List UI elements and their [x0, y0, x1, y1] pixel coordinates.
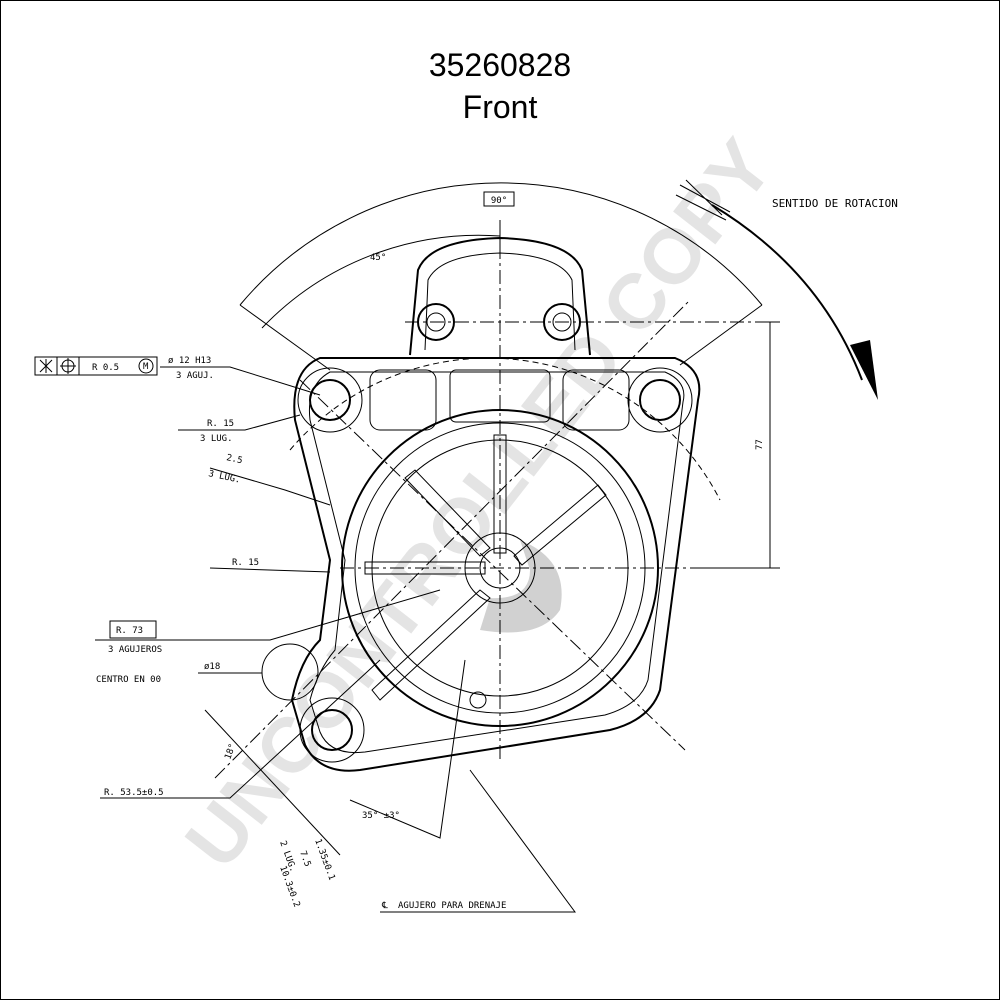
angle-45-label: 45°: [370, 253, 386, 263]
tolerance-modifier: M: [143, 362, 149, 372]
r15-label: R. 15: [232, 558, 259, 568]
leader-lines: [95, 366, 576, 913]
pitch-circle: [289, 357, 721, 501]
drain-hole: [469, 691, 487, 709]
rotation-label: SENTIDO DE ROTACION: [772, 197, 898, 210]
drawing-number: 35260828: [429, 47, 571, 83]
upper-boss: [409, 236, 591, 356]
dim-77-label: 77: [755, 439, 765, 450]
angle-45-dimension: [261, 225, 501, 329]
tolerance-frame: [34, 356, 158, 376]
view-name: Front: [463, 89, 538, 125]
r73-label: R. 73: [116, 626, 143, 636]
hole-dia-label: ø 12 H13: [168, 356, 211, 366]
stippled-sector: [480, 540, 562, 633]
hole-count-label: 3 AGUJ.: [176, 371, 214, 381]
r73-box: [109, 620, 157, 639]
angle-90-label: 90°: [491, 196, 507, 206]
rotation-arrow: [675, 179, 878, 400]
dim-77: [690, 321, 780, 569]
r15-lug-label: R. 15: [207, 419, 234, 429]
d103-label: 10.3±0.2: [277, 865, 301, 909]
a35-label: 35° ±3°: [362, 811, 400, 821]
lug3-label: 3 LUG.: [200, 434, 233, 444]
r535-label: R. 53.5±0.5: [104, 788, 164, 798]
housing-circles: [341, 409, 659, 727]
angle-90-dimension: [239, 182, 763, 371]
hole-18: [261, 643, 319, 701]
tolerance-value: R 0.5: [92, 363, 119, 373]
flange-windows: [369, 369, 630, 431]
d18-label: ø18: [204, 662, 220, 672]
d135-label: 1.35±0.1: [312, 838, 336, 882]
cl-symbol: ℄: [381, 901, 388, 911]
lug3b-label: 3 LUG.: [207, 469, 241, 486]
spokes: [364, 434, 607, 701]
centro-label: CENTRO EN 00: [96, 675, 161, 685]
d75-label: 7.5: [297, 850, 312, 869]
diagonal-centerline: [214, 299, 691, 779]
diagonal-centerline-2: [299, 379, 686, 751]
mounting-holes: [297, 367, 693, 763]
drain-label: AGUJERO PARA DRENAJE: [398, 901, 506, 911]
d25-label: 2.5: [225, 453, 243, 466]
agujeros-label: 3 AGUJEROS: [108, 645, 162, 655]
